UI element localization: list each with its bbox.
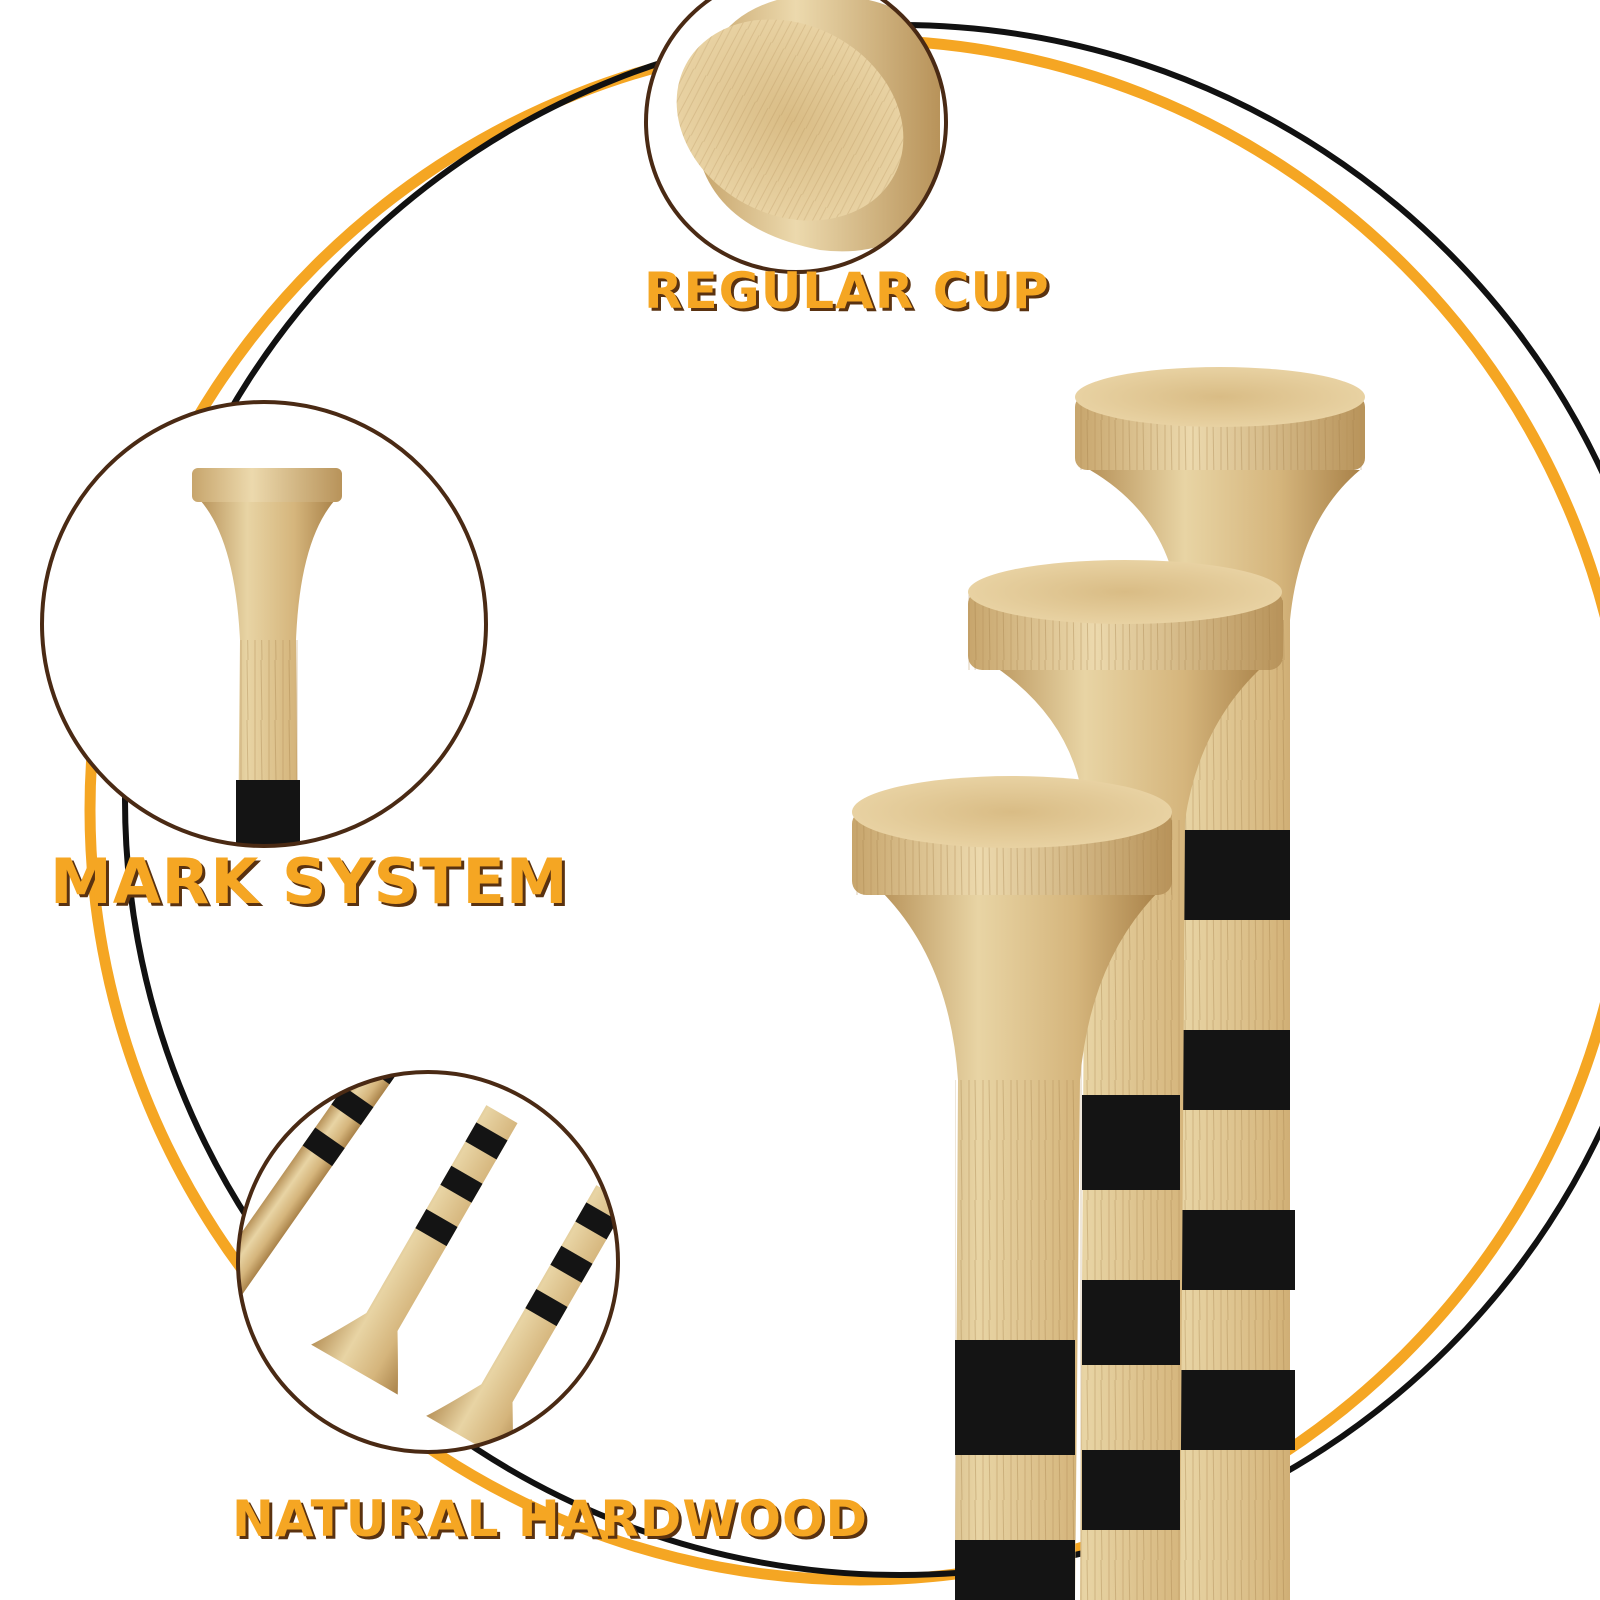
- peg-middle: [968, 560, 1283, 1600]
- detail-circle-hardwood: [236, 1070, 620, 1454]
- peg-front: [852, 776, 1172, 1600]
- detail-circle-mark: [40, 400, 488, 848]
- mark-system-label: MARK SYSTEM: [50, 845, 569, 918]
- detail-circle-cup: [644, 0, 948, 274]
- peg-back: [1075, 367, 1365, 1600]
- natural-hardwood-label: NATURAL HARDWOOD: [232, 1490, 869, 1548]
- regular-cup-label: REGULAR CUP: [644, 262, 1050, 320]
